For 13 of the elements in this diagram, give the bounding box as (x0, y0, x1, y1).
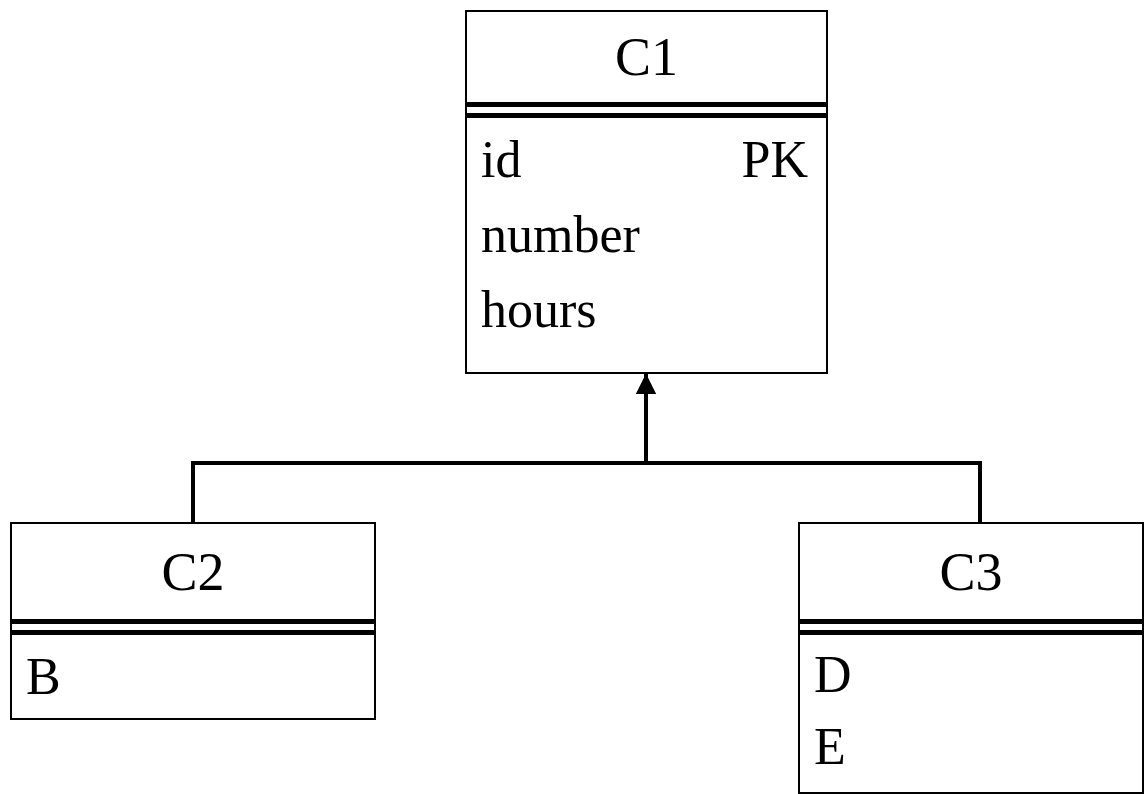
attribute-name: hours (481, 283, 597, 336)
attribute-name: B (26, 650, 61, 703)
entity-name: C2 (161, 544, 225, 599)
attribute-name: E (814, 721, 846, 773)
entity-name: C3 (939, 544, 1003, 599)
attribute-name: D (814, 649, 852, 701)
attribute-name: number (481, 208, 640, 261)
attribute-name: id (481, 133, 522, 186)
key-marker: PK (741, 133, 808, 186)
entity-box (465, 10, 828, 374)
entity-box (10, 522, 376, 720)
entity-name: C1 (615, 30, 678, 84)
entity-box (798, 522, 1144, 794)
